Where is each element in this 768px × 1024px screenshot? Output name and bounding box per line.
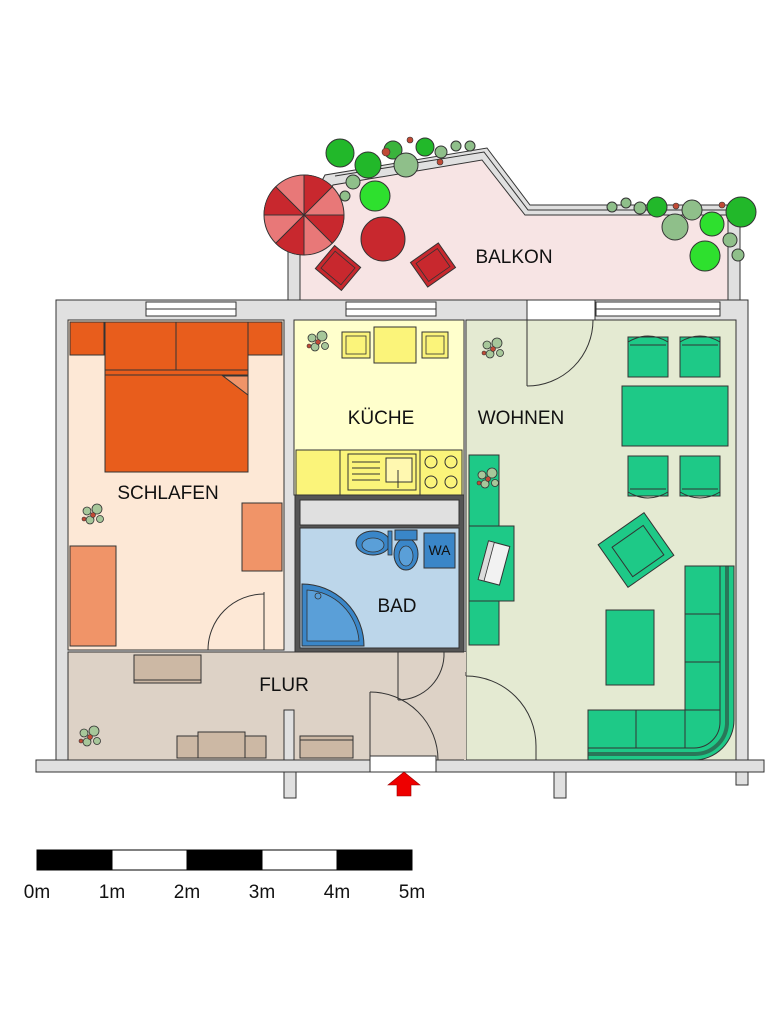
- desk-chair: [477, 540, 511, 586]
- hallway-furniture: [78, 654, 354, 759]
- entrance-arrow-icon: [387, 771, 421, 797]
- nightstand-left: [69, 321, 105, 356]
- doors: [207, 319, 594, 773]
- washing-machine-label: WA: [428, 542, 451, 558]
- dresser: [241, 502, 283, 572]
- parasol-icon: [263, 174, 345, 256]
- armchair: [597, 511, 675, 589]
- balcony-plants: [325, 136, 757, 272]
- toilet-icon: [393, 529, 419, 571]
- corner-sofa: [587, 565, 735, 761]
- scale-label: 5m: [399, 882, 425, 903]
- scale-label: 0m: [24, 882, 50, 903]
- bad-shelf: [299, 499, 460, 526]
- kitchen-furniture: [295, 326, 463, 496]
- shoe-cabinet: [133, 654, 202, 684]
- washbasin-small-icon: [355, 530, 393, 556]
- room-label-wohnen: WOHNEN: [478, 408, 565, 429]
- dining-chair: [627, 335, 669, 378]
- dining-table: [621, 385, 729, 447]
- dining-chair: [679, 335, 721, 378]
- coffee-table: [605, 609, 655, 686]
- scale-bar: 0m 1m 2m 3m 4m 5m: [24, 849, 425, 903]
- wardrobe: [69, 545, 117, 647]
- washing-machine: [423, 532, 456, 569]
- bench: [299, 735, 354, 759]
- bedroom-furniture: [69, 321, 283, 647]
- balcony-chair: [409, 242, 457, 288]
- dining-chair: [679, 455, 721, 499]
- bathtub-icon: [301, 583, 365, 647]
- room-label-schlafen: SCHLAFEN: [117, 483, 218, 504]
- stove-icon: [424, 455, 458, 489]
- room-flur: [67, 651, 467, 761]
- room-label-flur: FLUR: [259, 675, 309, 696]
- living-furniture: [468, 335, 735, 761]
- bathroom-fixtures: WA: [301, 529, 456, 647]
- nightstand-right: [247, 321, 283, 356]
- flur-extension: [464, 652, 466, 760]
- scale-label: 3m: [249, 882, 275, 903]
- dining-chair: [627, 455, 669, 499]
- room-label-balkon: BALKON: [475, 247, 552, 268]
- room-label-bad: BAD: [377, 596, 416, 617]
- windows: [145, 299, 721, 321]
- balcony: [263, 136, 757, 301]
- scale-label: 1m: [99, 882, 125, 903]
- room-label-kueche: KÜCHE: [348, 408, 415, 429]
- scale-label: 4m: [324, 882, 350, 903]
- kitchen-table: [373, 326, 417, 364]
- balcony-chair: [314, 244, 362, 292]
- scale-label: 2m: [174, 882, 200, 903]
- balcony-table: [360, 216, 406, 262]
